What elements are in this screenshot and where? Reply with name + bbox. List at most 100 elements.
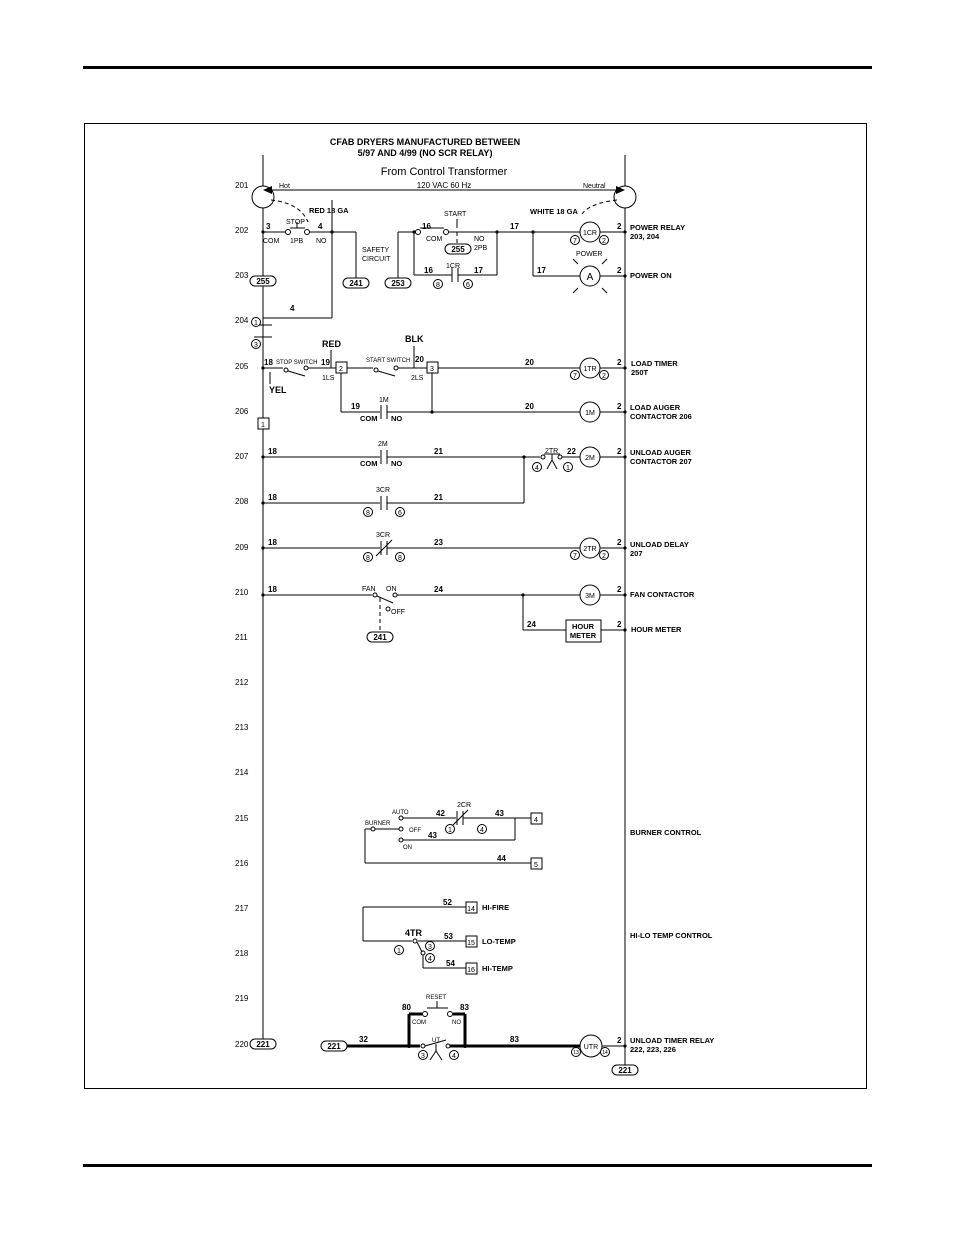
ref-255-label: 255 bbox=[451, 245, 465, 254]
pin-6-label: 6 bbox=[466, 282, 470, 289]
pin-2-label: 2 bbox=[602, 373, 606, 380]
2cr-label: 2CR bbox=[457, 802, 471, 809]
terminal-15 bbox=[465, 935, 478, 948]
junction bbox=[623, 593, 627, 597]
pin-8-label: 8 bbox=[366, 510, 370, 517]
junction bbox=[330, 230, 334, 234]
line-number: 213 bbox=[235, 723, 249, 732]
junction bbox=[623, 628, 627, 632]
wire-17: 17 bbox=[537, 266, 546, 275]
line-number: 210 bbox=[235, 588, 249, 597]
pin-1 bbox=[394, 945, 404, 955]
com-label: COM bbox=[360, 414, 378, 423]
rung-217: 52 14 HI-FIRE 4TR 53 15 LO-TEMP 1 3 4 54… bbox=[362, 898, 713, 975]
lo-temp-label: LO-TEMP bbox=[482, 937, 516, 946]
desc-unload-timer-relay: UNLOAD TIMER RELAY bbox=[630, 1036, 714, 1045]
pin-8 bbox=[433, 279, 443, 289]
junction-dots bbox=[261, 230, 627, 1048]
start-switch-label: START SWITCH bbox=[366, 358, 410, 364]
ref-221-label: 221 bbox=[327, 1042, 341, 1051]
on-label: ON bbox=[403, 845, 412, 851]
wire-17: 17 bbox=[510, 222, 519, 231]
wire-22: 22 bbox=[567, 447, 576, 456]
contact-terminal bbox=[283, 367, 289, 373]
ref-241 bbox=[342, 277, 370, 289]
pin-2 bbox=[599, 235, 609, 245]
terminal-16 bbox=[465, 962, 478, 975]
line-number: 208 bbox=[235, 497, 249, 506]
pin-7-label: 7 bbox=[573, 373, 577, 380]
fan-terminal bbox=[372, 592, 378, 598]
wire-18: 18 bbox=[264, 358, 273, 367]
arrow-head-right bbox=[616, 186, 625, 194]
2tr-label: 2TR bbox=[545, 448, 558, 455]
pin-7 bbox=[570, 550, 580, 560]
nc-slash bbox=[451, 809, 469, 827]
2m-label: 2M bbox=[378, 441, 388, 448]
line-number: 218 bbox=[235, 949, 249, 958]
rung-208: 18 3CR 8 6 21 bbox=[263, 487, 524, 517]
pin-1-label: 1 bbox=[566, 465, 570, 472]
hour-meter-label-1: HOUR bbox=[572, 622, 595, 631]
2tr-coil-label: 2TR bbox=[583, 546, 596, 553]
hot-dashed-lead bbox=[270, 199, 309, 223]
wire-4: 4 bbox=[318, 222, 323, 231]
pin-2-label: 2 bbox=[602, 238, 606, 245]
rung-207: 18 2M COM NO 21 2TR 4 1 22 2M 2 UNLOAD A… bbox=[263, 441, 692, 503]
burner-terminal bbox=[398, 837, 404, 843]
desc-load-timer-2: 250T bbox=[631, 368, 649, 377]
hour-meter-box bbox=[565, 619, 602, 643]
junction bbox=[495, 230, 499, 234]
4tr-blade bbox=[416, 941, 423, 953]
burner-terminal bbox=[370, 826, 376, 832]
neutral-gauge: WHITE 18 GA bbox=[530, 207, 579, 216]
wire-44: 44 bbox=[497, 854, 506, 863]
line-number: 203 bbox=[235, 271, 249, 280]
terminal-4 bbox=[530, 812, 543, 825]
wire-53: 53 bbox=[444, 932, 453, 941]
2tr-terminal bbox=[557, 454, 563, 460]
off-label: OFF bbox=[391, 609, 405, 616]
line-numbers: 201 202 203 204 205 206 207 208 209 210 … bbox=[235, 181, 249, 1049]
ref-241 bbox=[366, 631, 394, 643]
pin-8-label: 8 bbox=[436, 282, 440, 289]
pb2-label: 2PB bbox=[474, 245, 488, 252]
lamp-ray bbox=[572, 287, 579, 294]
junction bbox=[531, 230, 535, 234]
ref-241-label: 241 bbox=[349, 279, 363, 288]
junction bbox=[430, 410, 434, 414]
wire-21: 21 bbox=[434, 493, 443, 502]
junction bbox=[623, 366, 627, 370]
1tr-label: 1TR bbox=[583, 366, 596, 373]
no-label: NO bbox=[474, 236, 485, 243]
wire-83: 83 bbox=[510, 1035, 519, 1044]
pin-4-label: 4 bbox=[452, 1053, 456, 1060]
desc-burner-control: BURNER CONTROL bbox=[630, 828, 702, 837]
bottom-rule bbox=[83, 1164, 872, 1167]
lamp-ray bbox=[601, 258, 608, 265]
reset-label: RESET bbox=[426, 995, 446, 1001]
terminal-14-label: 14 bbox=[467, 906, 475, 913]
timer-symbol bbox=[546, 458, 558, 470]
pin-7 bbox=[570, 235, 580, 245]
wire-54: 54 bbox=[446, 959, 455, 968]
junction bbox=[623, 455, 627, 459]
line-number: 216 bbox=[235, 859, 249, 868]
power-label: POWER bbox=[576, 251, 602, 258]
wire-24: 24 bbox=[434, 585, 443, 594]
pin-3-label: 3 bbox=[428, 944, 432, 951]
wire-2: 2 bbox=[617, 358, 622, 367]
stop-label: STOP bbox=[286, 219, 305, 226]
desc-load-timer: LOAD TIMER bbox=[631, 359, 678, 368]
pin-2 bbox=[599, 370, 609, 380]
stop-switch-blade bbox=[287, 370, 306, 377]
pb1-label: 1PB bbox=[290, 238, 304, 245]
wire-19: 19 bbox=[351, 402, 360, 411]
3m-label: 3M bbox=[585, 593, 595, 600]
ut-label: UT bbox=[432, 1038, 440, 1044]
rung-202: 3 4 STOP COM 1PB NO SAFETY CIRCUIT 16 17… bbox=[249, 200, 685, 318]
pin-14-label: 14 bbox=[602, 1050, 608, 1056]
desc-load-auger-2: CONTACTOR 206 bbox=[630, 412, 692, 421]
junction bbox=[623, 546, 627, 550]
diagram-frame bbox=[84, 123, 867, 1089]
